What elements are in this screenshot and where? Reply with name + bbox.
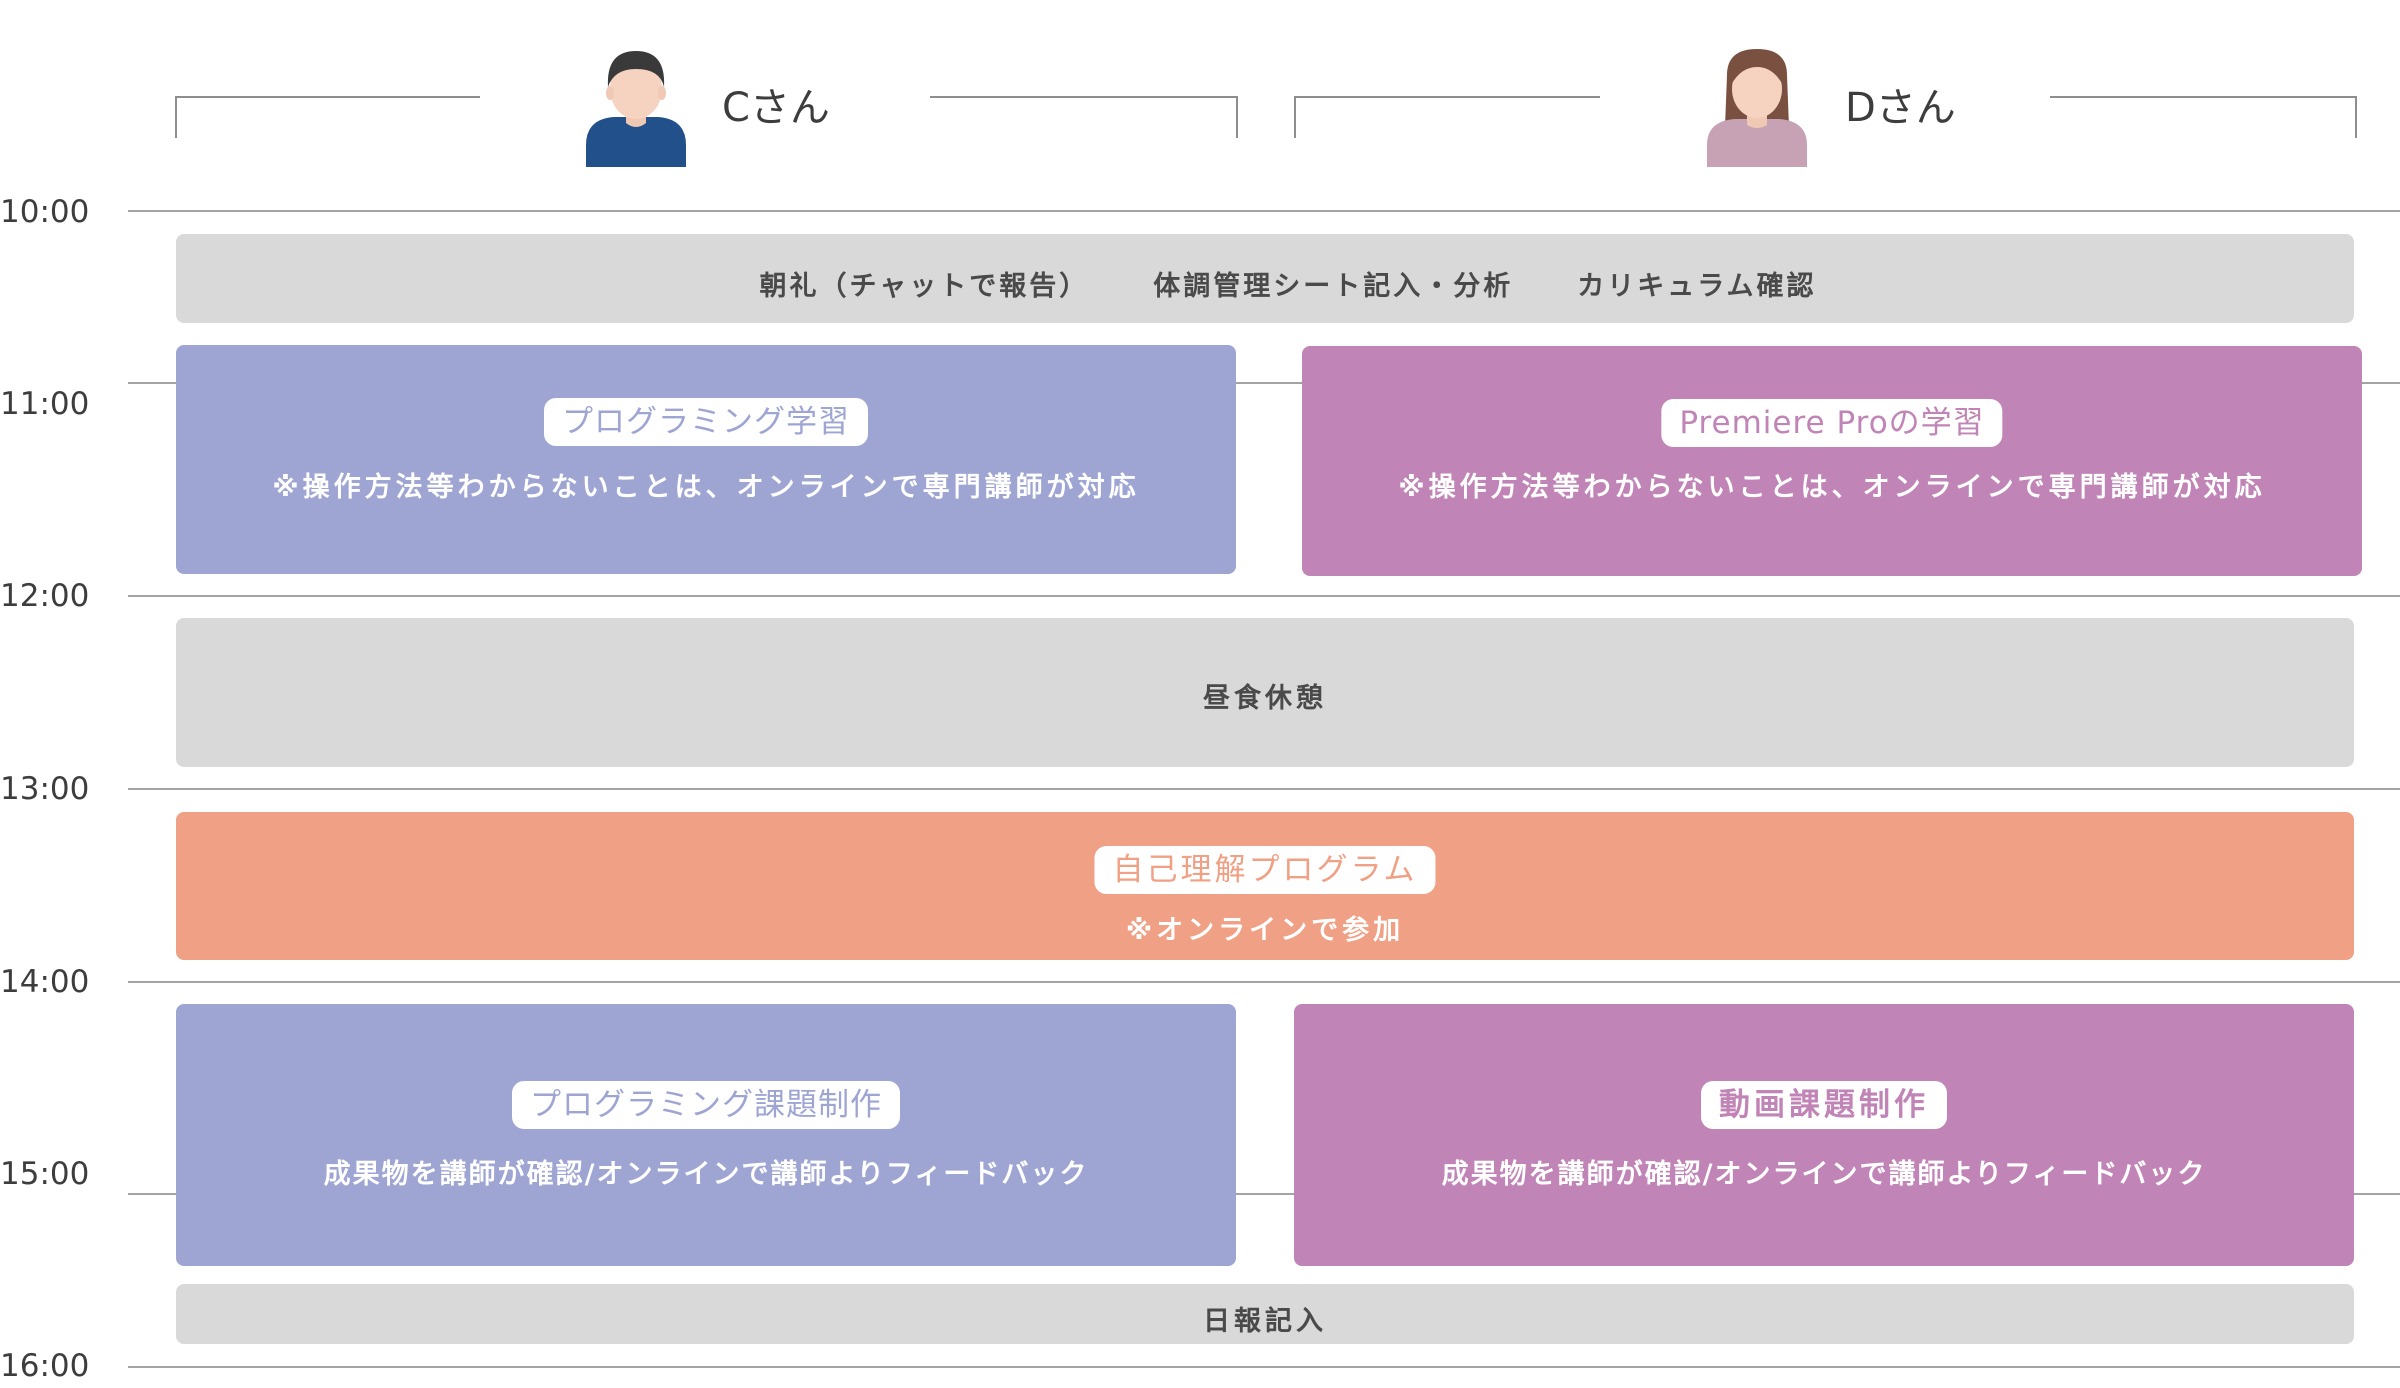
time-label: 15:00 <box>0 1156 90 1192</box>
female-person-icon <box>1707 45 1807 167</box>
c-study-block: プログラミング学習 ※操作方法等わからないことは、オンラインで専門講師が対応 <box>176 345 1236 574</box>
hour-line <box>128 788 2400 790</box>
lunch-block: 昼食休憩 <box>176 618 2354 767</box>
daily-report-label: 日報記入 <box>1203 1306 1327 1337</box>
hour-line <box>128 382 2400 384</box>
bracket-gap <box>480 92 930 100</box>
self-program-block: 自己理解プログラム ※オンラインで参加 <box>176 812 2354 960</box>
male-person-icon <box>586 45 686 167</box>
d-study-block: Premiere Proの学習 ※操作方法等わからないことは、オンラインで専門講… <box>1302 346 2362 576</box>
c-task-title: プログラミング課題制作 <box>512 1081 900 1129</box>
lunch-label: 昼食休憩 <box>1203 683 1327 714</box>
hour-line <box>128 981 2400 983</box>
hour-line <box>128 595 2400 597</box>
time-label: 14:00 <box>0 964 90 1000</box>
c-study-note: ※操作方法等わからないことは、オンラインで専門講師が対応 <box>272 472 1140 503</box>
self-program-title: 自己理解プログラム <box>1094 846 1436 894</box>
morning-item: 体調管理シート記入・分析 <box>1153 271 1514 302</box>
time-label: 12:00 <box>0 578 90 614</box>
d-task-title: 動画課題制作 <box>1701 1081 1947 1129</box>
morning-item: カリキュラム確認 <box>1577 271 1817 302</box>
time-label: 16:00 <box>0 1348 90 1384</box>
self-program-note: ※オンラインで参加 <box>1125 915 1405 946</box>
person-name-c: Cさん <box>722 85 830 131</box>
c-study-title: プログラミング学習 <box>544 398 868 446</box>
time-label: 11:00 <box>0 386 90 422</box>
daily-report-block: 日報記入 <box>176 1284 2354 1344</box>
hour-line <box>128 1366 2400 1368</box>
bracket-gap <box>1600 92 2050 100</box>
time-label: 10:00 <box>0 194 90 230</box>
d-study-note: ※操作方法等わからないことは、オンラインで専門講師が対応 <box>1398 472 2266 503</box>
time-label: 13:00 <box>0 771 90 807</box>
morning-block: 朝礼（チャットで報告） 体調管理シート記入・分析 カリキュラム確認 <box>176 234 2354 323</box>
d-task-note: 成果物を講師が確認/オンラインで講師よりフィードバック <box>1441 1159 2207 1190</box>
column-bracket-d <box>1294 96 2357 138</box>
d-study-title: Premiere Proの学習 <box>1661 399 2003 447</box>
column-bracket-c <box>175 96 1238 138</box>
d-task-block: 動画課題制作 成果物を講師が確認/オンラインで講師よりフィードバック <box>1294 1004 2354 1266</box>
c-task-block: プログラミング課題制作 成果物を講師が確認/オンラインで講師よりフィードバック <box>176 1004 1236 1266</box>
hour-line <box>128 210 2400 212</box>
hour-line <box>128 1193 2400 1195</box>
person-name-d: Dさん <box>1845 85 1956 131</box>
c-task-note: 成果物を講師が確認/オンラインで講師よりフィードバック <box>323 1159 1089 1190</box>
morning-item: 朝礼（チャットで報告） <box>759 271 1090 302</box>
